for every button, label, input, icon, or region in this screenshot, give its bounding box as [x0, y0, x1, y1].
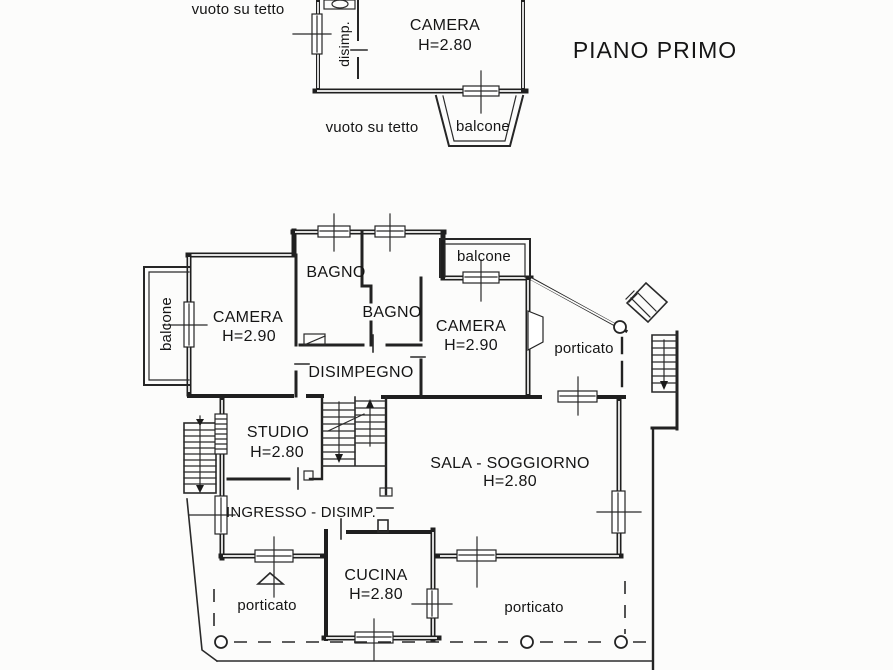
- interior-walls: [226, 230, 624, 533]
- camera-upper-label: CAMERA: [410, 17, 480, 34]
- bagno1-label: BAGNO: [306, 264, 365, 281]
- windows: [162, 213, 642, 661]
- column-icon: [520, 635, 534, 649]
- window-icon: [411, 588, 453, 619]
- ingresso-label: INGRESSO - DISIMP.: [226, 504, 376, 521]
- window-icon: [374, 213, 406, 252]
- bagno2-label: BAGNO: [362, 304, 421, 321]
- disimp-label: disimp.: [336, 21, 352, 67]
- flue-icon: [377, 519, 389, 533]
- camera-upper-height: H=2.80: [418, 37, 472, 54]
- cucina-height: H=2.80: [349, 586, 403, 603]
- void-top-label: vuoto su tetto: [192, 1, 285, 18]
- sala-height: H=2.80: [483, 473, 537, 490]
- window-icon: [462, 259, 500, 302]
- porticato-boundary: [213, 581, 648, 649]
- column-icon: [214, 635, 228, 649]
- balcony-top-outline: [439, 238, 531, 278]
- stairs-right: [613, 281, 678, 393]
- window-icon: [254, 536, 294, 598]
- plan-title: PIANO PRIMO: [573, 37, 737, 63]
- upper-plan-labels: vuoto su tetto disimp. CAMERA H=2.80 vuo…: [192, 1, 510, 136]
- window-icon: [162, 301, 208, 348]
- window-icon: [462, 70, 500, 114]
- lower-plan: balcone CAMERA H=2.90 BAGNO BAGNO balcon…: [143, 213, 679, 670]
- balcone-left-label: balcone: [158, 297, 175, 351]
- window-icon: [557, 376, 598, 416]
- bay-window-icon: [527, 310, 544, 351]
- porticato-ne-label: porticato: [554, 340, 613, 357]
- shower-icon: [303, 333, 326, 346]
- studio-label: STUDIO: [247, 424, 309, 441]
- balcone-upper-label: balcone: [456, 118, 510, 135]
- door-ticks: [294, 334, 426, 540]
- porticato-se-label: porticato: [504, 599, 563, 616]
- window-icon: [292, 13, 332, 55]
- fixture-icon: [331, 0, 349, 9]
- stairs-left: [183, 415, 217, 494]
- camera-right-height: H=2.90: [444, 337, 498, 354]
- window-icon: [188, 495, 236, 535]
- stairs-main: [321, 396, 387, 467]
- upper-plan-walls: [312, 0, 529, 94]
- lower-plan-labels: balcone CAMERA H=2.90 BAGNO BAGNO balcon…: [158, 248, 613, 616]
- upper-plan: vuoto su tetto disimp. CAMERA H=2.80 vuo…: [192, 0, 529, 147]
- stairs-arrow-icon: [196, 419, 204, 426]
- window-icon: [456, 536, 497, 588]
- stairs-down-arrow-icon: [660, 381, 668, 390]
- column-icon: [613, 320, 627, 334]
- camera-right-label: CAMERA: [436, 318, 506, 335]
- camera-left-height: H=2.90: [222, 328, 276, 345]
- cucina-label: CUCINA: [344, 567, 407, 584]
- balcone-top-label: balcone: [457, 248, 511, 265]
- stairs-arrow-icon: [196, 485, 204, 493]
- column-icon: [614, 635, 628, 649]
- studio-height: H=2.80: [250, 444, 304, 461]
- entrance-arrow-icon: [255, 571, 286, 585]
- window-icon: [214, 413, 228, 455]
- window-icon: [354, 618, 394, 661]
- balcony-left-outline: [143, 266, 190, 386]
- porticato-sw-label: porticato: [237, 597, 296, 614]
- stairs-down-arrow-icon: [335, 454, 343, 463]
- void-bottom-label: vuoto su tetto: [326, 119, 419, 136]
- camera-left-label: CAMERA: [213, 309, 283, 326]
- sala-label: SALA - SOGGIORNO: [430, 455, 590, 472]
- disimpegno-label: DISIMPEGNO: [308, 364, 413, 381]
- upper-windows: [292, 13, 500, 114]
- stairs-up-arrow-icon: [366, 399, 374, 408]
- window-icon: [317, 213, 351, 252]
- window-icon: [596, 490, 642, 534]
- upper-balcony-outline: [434, 94, 525, 147]
